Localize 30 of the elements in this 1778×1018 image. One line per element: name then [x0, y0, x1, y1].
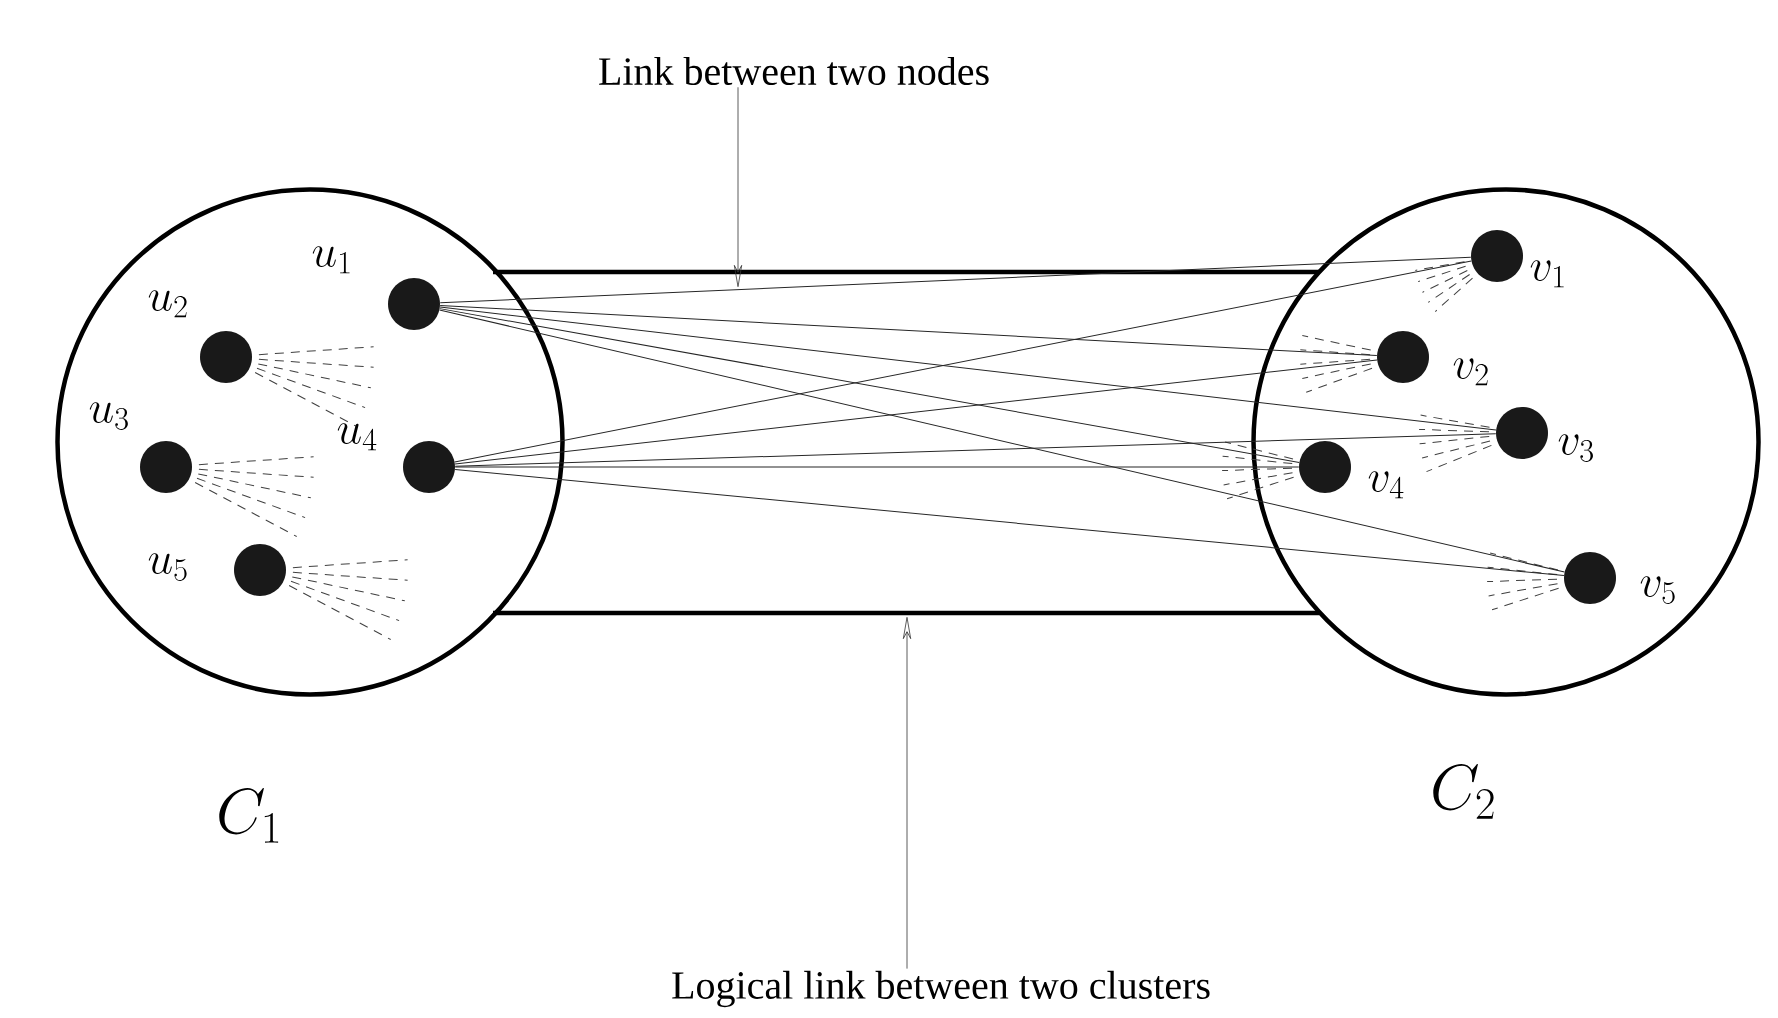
node-label: $v_4$ — [1368, 471, 1404, 499]
caption-text: Logical link between two clusters — [672, 970, 1210, 1008]
node-label: $u_1$ — [312, 246, 350, 274]
cluster-label: $C_2$ — [1433, 764, 1494, 819]
cluster-circle — [1251, 187, 1761, 697]
cluster-label: $C_1$ — [219, 788, 279, 843]
link-line — [454, 433, 1497, 467]
link-line — [439, 304, 1378, 357]
node-label: $v_5$ — [1640, 576, 1675, 604]
caption-text: Link between two nodes — [599, 56, 989, 86]
link-line — [454, 359, 1378, 465]
link-line — [439, 306, 1497, 431]
leader-arrow — [902, 616, 912, 969]
link-line — [454, 260, 1472, 463]
link-line — [454, 466, 1300, 468]
link-line — [439, 308, 1300, 463]
node-label: $v_1$ — [1530, 260, 1564, 288]
node-label: $u_5$ — [148, 553, 187, 581]
band-line — [493, 269, 1319, 275]
cluster-circle — [55, 187, 565, 697]
node-label: $u_2$ — [148, 290, 187, 318]
node-label: $u_4$ — [337, 423, 377, 451]
node-label: $v_2$ — [1453, 358, 1488, 386]
node-label: $v_3$ — [1558, 434, 1593, 462]
link-line — [439, 256, 1472, 304]
link-line — [439, 309, 1565, 573]
link-line — [454, 469, 1565, 576]
leader-arrow — [733, 86, 743, 288]
node-label: $u_3$ — [89, 402, 128, 430]
band-line — [493, 610, 1319, 616]
